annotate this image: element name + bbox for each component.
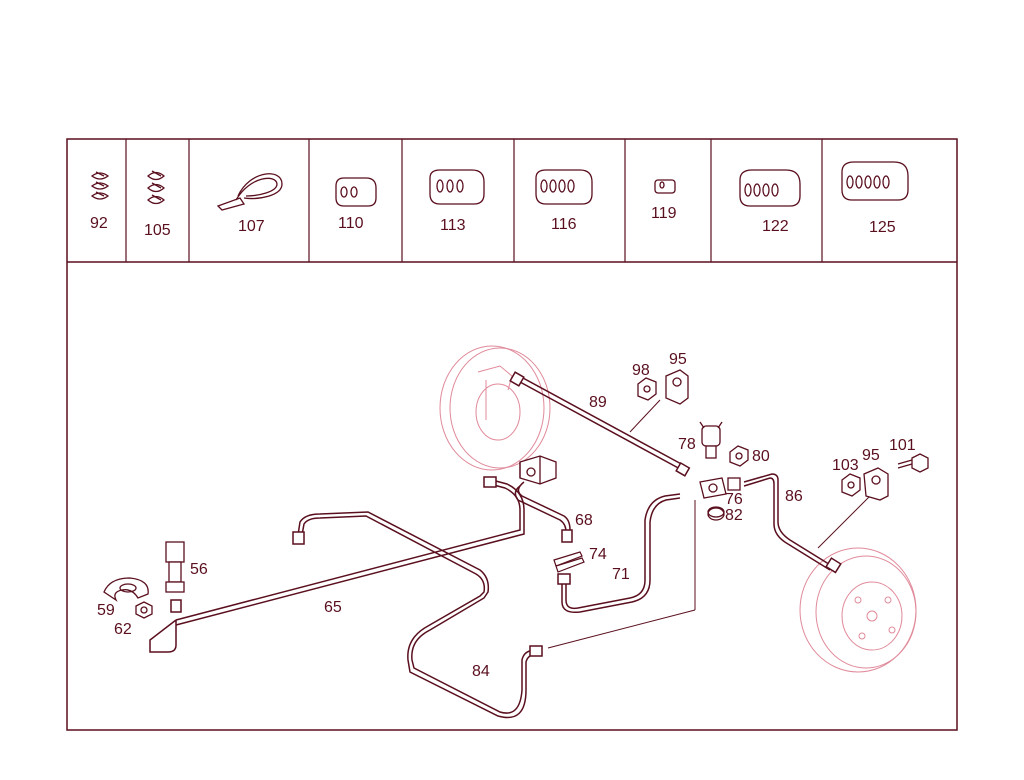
callout-68: 68 [575,512,593,529]
diagram-frame [66,138,958,731]
part-number-107: 107 [238,218,265,235]
washer-82 [707,506,725,521]
callout-76: 76 [725,491,743,508]
fitting-56 [165,541,185,593]
nut-98 [637,377,657,401]
tee-fitting-76 [699,477,741,499]
holder-icon [654,179,676,194]
callout-56: 56 [190,561,208,578]
header-cell-dividers [125,139,823,262]
callout-95-rear: 95 [862,447,880,464]
callout-103: 103 [832,457,859,474]
clamp-59 [103,577,149,602]
nut-80 [729,445,749,467]
brake-line-89 [509,371,691,477]
part-number-125: 125 [869,219,896,236]
callout-95-front: 95 [669,351,687,368]
bracket-95-front [665,369,689,405]
callout-82: 82 [725,507,743,524]
callout-101: 101 [889,437,916,454]
nut-103 [841,473,861,497]
brake-line-68 [514,481,573,543]
pressure-switch-78 [699,421,723,459]
callout-84: 84 [472,663,490,680]
part-number-105: 105 [144,222,171,239]
bracket-68 [519,455,557,485]
holder-icon [429,169,485,205]
front-brake-drum-outline [439,345,551,471]
holder-icon [335,177,377,207]
callout-80: 80 [752,448,770,465]
bolt-101 [897,453,929,473]
part-number-119: 119 [651,205,677,222]
part-number-116: 116 [551,216,577,233]
callout-86: 86 [785,488,803,505]
callout-59: 59 [97,602,115,619]
callout-74: 74 [589,546,607,563]
rear-brake-drum-outline [799,547,917,673]
callout-labels: 56 59 62 65 68 71 74 76 78 80 82 84 86 8… [97,351,916,680]
callout-62: 62 [114,621,132,638]
callout-65: 65 [324,599,342,616]
holder-icon [841,161,909,201]
part-number-113: 113 [440,217,466,234]
callout-98: 98 [632,362,650,379]
part-number-110: 110 [338,215,364,232]
brake-line-86 [743,473,842,574]
clip-74 [553,551,585,573]
holder-icon [535,169,593,205]
callout-89: 89 [589,394,607,411]
bracket-95-rear [863,467,889,501]
cable-tie-icon [216,173,283,211]
leader-lines [547,399,871,649]
part-number-92: 92 [90,215,108,232]
clip-icon [147,170,165,205]
part-number-122: 122 [762,218,789,235]
holder-icon [739,169,801,207]
clip-icon [90,171,110,200]
nut-62 [135,601,153,619]
brake-line-71 [557,493,681,614]
callout-78: 78 [678,436,696,453]
callout-71: 71 [612,566,630,583]
brake-line-84 [292,511,543,719]
